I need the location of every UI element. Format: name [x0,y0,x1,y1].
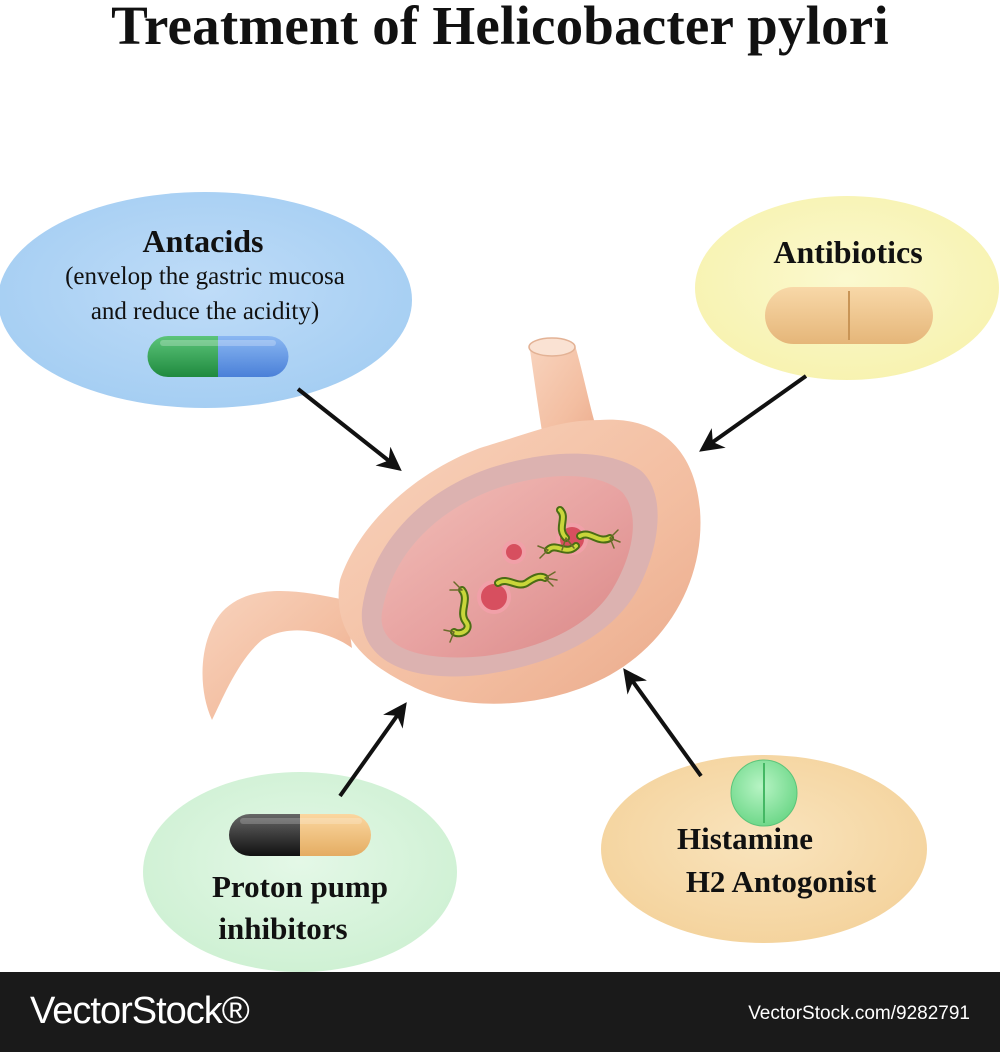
antacid-capsule-icon [147,336,289,377]
vectorstock-logo: VectorStock® [30,990,250,1032]
antacids-bubble [0,192,412,408]
watermark-bar: VectorStock® VectorStock.com/9282791 [0,972,1000,1052]
ppi-heading-line2: inhibitors [218,911,348,946]
arrow-antacids [296,387,402,471]
antacids-desc-line2: and reduce the acidity) [90,298,320,325]
antacids-heading: Antacids [142,223,264,259]
diagram-artwork [0,192,999,972]
ppi-bubble [143,772,457,972]
arrow-ppi [338,702,407,798]
antacids-desc-line1: (envelop the gastric mucosa [65,263,345,290]
ppi-capsule-icon [229,814,371,856]
arrow-h2 [623,668,703,778]
h2-heading-line1: Histamine [676,821,814,856]
antibiotic-tablet-icon [765,287,933,344]
ppi-heading-line1: Proton pump [212,869,388,904]
stomach-illustration [202,337,701,720]
h-pylori-bacteria [443,506,621,643]
diagram-title: Treatment of Helicobacter pylori [111,0,889,56]
image-id-text: VectorStock.com/9282791 [748,1003,970,1024]
h2-bubble [601,755,927,943]
antibiotics-heading: Antibiotics [773,234,923,270]
arrow-antibiotics [699,374,808,452]
h2-tablet-icon [730,759,798,827]
h2-heading-line2: H2 Antogonist [685,864,877,899]
